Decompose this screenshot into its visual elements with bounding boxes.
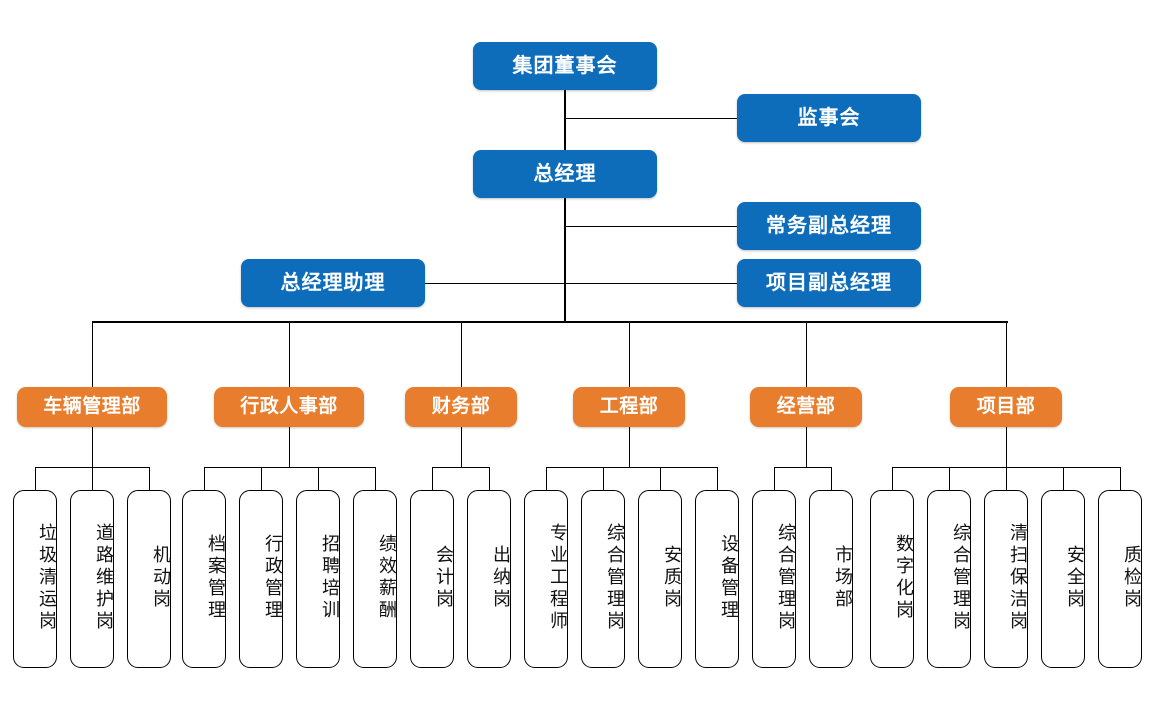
connector-gm-to-assistant [425, 283, 565, 284]
node-executive-deputy-gm[interactable]: 常务副总经理 [737, 202, 921, 250]
connector-bus-to-dept-4 [806, 321, 807, 387]
connector-gm-to-supervisory [564, 118, 738, 119]
node-department-operations[interactable]: 经营部 [750, 387, 862, 427]
connector-dept-3-rail [546, 467, 717, 468]
connector-dept-5-drop-3 [1063, 467, 1064, 490]
node-post-safety-quality[interactable]: 安质岗 [638, 490, 682, 668]
node-post-recruitment-training[interactable]: 招聘培训 [296, 490, 340, 668]
node-supervisory-board[interactable]: 监事会 [737, 94, 921, 142]
node-post-digitalization[interactable]: 数字化岗 [870, 490, 914, 668]
node-department-engineering[interactable]: 工程部 [573, 387, 685, 427]
connector-dept-4-stem [806, 427, 807, 467]
connector-dept-3-drop-1 [603, 467, 604, 490]
node-post-accounting[interactable]: 会计岗 [410, 490, 454, 668]
node-department-finance[interactable]: 财务部 [405, 387, 517, 427]
connector-dept-1-drop-2 [318, 467, 319, 490]
connector-dept-4-drop-0 [774, 467, 775, 490]
connector-dept-1-drop-3 [375, 467, 376, 490]
connector-dept-5-stem [1006, 427, 1007, 467]
connector-dept-1-rail [204, 467, 375, 468]
connector-dept-4-rail [774, 467, 831, 468]
connector-dept-2-drop-1 [489, 467, 490, 490]
node-post-engineering-general-management[interactable]: 综合管理岗 [581, 490, 625, 668]
connector-gm-to-project-deputy [564, 283, 738, 284]
connector-bus-to-dept-0 [92, 321, 93, 387]
connector-dept-0-drop-1 [92, 467, 93, 490]
node-post-road-maintenance[interactable]: 道路维护岗 [70, 490, 114, 668]
node-post-safety[interactable]: 安全岗 [1041, 490, 1085, 668]
node-board[interactable]: 集团董事会 [473, 42, 657, 90]
connector-dept-3-stem [629, 427, 630, 467]
node-department-project[interactable]: 项目部 [950, 387, 1062, 427]
node-post-performance-compensation[interactable]: 绩效薪酬 [353, 490, 397, 668]
node-general-manager[interactable]: 总经理 [473, 150, 657, 198]
node-post-administrative-management[interactable]: 行政管理 [239, 490, 283, 668]
node-post-cleaning-sanitation[interactable]: 清扫保洁岗 [984, 490, 1028, 668]
connector-dept-0-drop-2 [149, 467, 150, 490]
node-post-garbage-transport[interactable]: 垃圾清运岗 [13, 490, 57, 668]
connector-dept-1-stem [289, 427, 290, 467]
node-post-archive-management[interactable]: 档案管理 [182, 490, 226, 668]
department-bus-rail [92, 321, 1008, 323]
node-post-cashier[interactable]: 出纳岗 [467, 490, 511, 668]
connector-dept-1-drop-1 [261, 467, 262, 490]
node-department-admin-hr[interactable]: 行政人事部 [214, 387, 364, 427]
connector-bus-to-dept-2 [461, 321, 462, 387]
node-post-operations-general-management[interactable]: 综合管理岗 [752, 490, 796, 668]
connector-dept-3-drop-0 [546, 467, 547, 490]
connector-dept-5-drop-1 [949, 467, 950, 490]
node-project-deputy-gm[interactable]: 项目副总经理 [737, 259, 921, 307]
connector-bus-to-dept-3 [629, 321, 630, 387]
connector-dept-4-drop-1 [831, 467, 832, 490]
node-post-professional-engineer[interactable]: 专业工程师 [524, 490, 568, 668]
node-post-mobile-duty[interactable]: 机动岗 [127, 490, 171, 668]
connector-bus-to-dept-1 [289, 321, 290, 387]
connector-dept-2-drop-0 [432, 467, 433, 490]
connector-bus-to-dept-5 [1006, 321, 1007, 387]
connector-gm-to-exec-deputy [564, 226, 738, 227]
connector-dept-2-rail [432, 467, 489, 468]
node-post-quality-inspection[interactable]: 质检岗 [1098, 490, 1142, 668]
connector-dept-5-drop-4 [1120, 467, 1121, 490]
node-post-marketing[interactable]: 市场部 [809, 490, 853, 668]
connector-dept-1-drop-0 [204, 467, 205, 490]
connector-board-to-gm [564, 90, 566, 152]
connector-gm-to-bus [564, 198, 566, 322]
connector-dept-5-drop-0 [892, 467, 893, 490]
node-department-vehicle-management[interactable]: 车辆管理部 [17, 387, 167, 427]
connector-dept-3-drop-3 [717, 467, 718, 490]
node-gm-assistant[interactable]: 总经理助理 [241, 259, 425, 307]
node-post-equipment-management[interactable]: 设备管理 [695, 490, 739, 668]
node-post-project-general-management[interactable]: 综合管理岗 [927, 490, 971, 668]
connector-dept-2-stem [461, 427, 462, 467]
connector-dept-0-drop-0 [35, 467, 36, 490]
connector-dept-5-drop-2 [1006, 467, 1007, 490]
connector-dept-3-drop-2 [660, 467, 661, 490]
connector-dept-0-stem [92, 427, 93, 467]
